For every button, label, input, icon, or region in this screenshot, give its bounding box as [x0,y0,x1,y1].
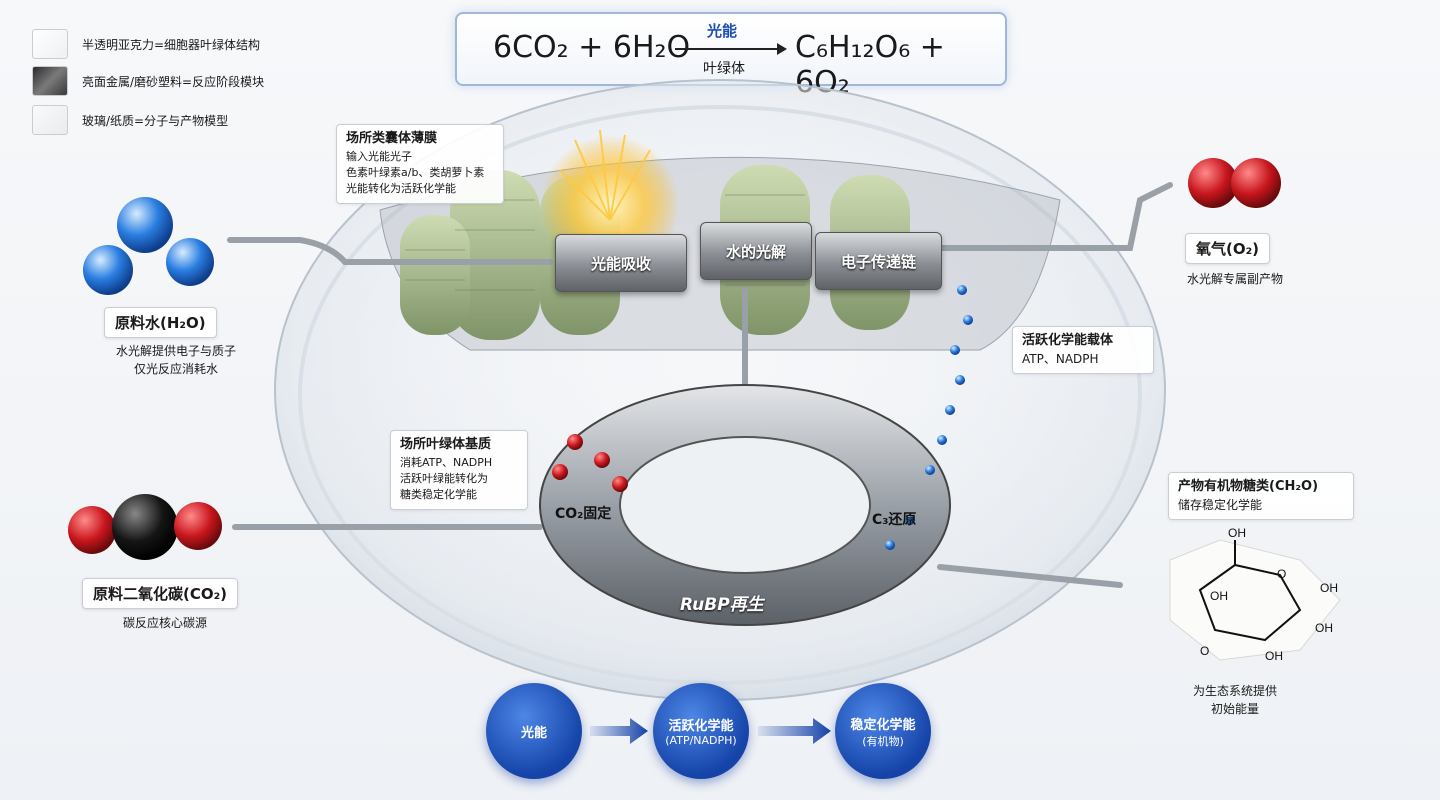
water-label: 原料水(H₂O) [104,307,217,338]
atp-nadph-droplets [885,285,973,550]
co2-description: 碳反应核心碳源 [122,616,207,630]
equation-products: C₆H₁₂O₆ + 6O₂ [795,30,945,100]
flow-step-sublabel: (ATP/NADPH) [665,734,737,747]
atom-label: OH [1265,649,1283,663]
atom-label: OH [1320,581,1338,595]
legend-item-glass: 玻璃/纸质=分子与产物模型 [32,105,228,135]
flow-step-light: 光能 [486,683,582,779]
flow-step-label: 光能 [520,725,547,741]
sugar-line: 为生态系统提供 [1192,684,1277,698]
water-molecule [83,197,214,295]
flow-step-stable-chemical: 稳定化学能 (有机物) [835,683,931,779]
callout-line: 光能转化为活跃化学能 [346,182,456,195]
water-description: 水光解提供电子与质子 仅光反应消耗水 [86,342,266,378]
legend-item-metal: 亮面金属/磨砂塑料=反应阶段模块 [32,66,264,96]
callout-line: 储存稳定化学能 [1178,498,1263,512]
carbon-fixation-atoms [552,434,628,492]
callout-title: 场所类囊体薄膜 [346,131,438,146]
callout-line: 消耗ATP、NADPH [400,456,493,469]
callout-line: 活跃叶绿能转化为 [400,472,488,485]
atom-label: OH [1315,621,1333,635]
oxygen-label: 氧气(O₂) [1185,233,1271,264]
equation-condition-light: 光能 [707,22,738,40]
oxygen-description: 水光解专属副产物 [1186,272,1283,286]
glucose-structure [1169,539,1341,661]
legend-label: 玻璃/纸质=分子与产物模型 [82,113,229,128]
carrier-callout: 活跃化学能载体 ATP、NADPH [1012,326,1154,374]
callout-line: 输入光能光子 [346,150,412,163]
flow-step-active-chemical: 活跃化学能 (ATP/NADPH) [653,683,749,779]
water-line: 仅光反应消耗水 [133,362,218,376]
flow-step-label: 稳定化学能 [850,717,916,733]
callout-line: 糖类稳定化学能 [400,488,477,501]
thylakoid-callout: 场所类囊体薄膜 输入光能光子 色素叶绿素a/b、类胡萝卜素 光能转化为活跃化学能 [336,124,504,204]
callout-line: ATP、NADPH [1022,352,1099,366]
module-electron-transport: 电子传递链 [815,232,942,290]
light-rays [559,129,651,221]
c3-reduction-label: C₃还原 [872,512,917,528]
metal-swatch [32,66,68,96]
calvin-cycle-ring [539,384,951,626]
callout-line: 色素叶绿素a/b、类胡萝卜素 [346,166,485,179]
rubp-regeneration-label: RuBP再生 [680,595,764,615]
sugar-bottom-description: 为生态系统提供 初始能量 [1165,682,1305,718]
flow-step-label: 活跃化学能 [668,719,734,734]
co2-fixation-label: CO₂固定 [555,506,612,522]
equation-reactants: 6CO₂ + 6H₂O [493,30,691,65]
inner-membrane [298,105,1142,685]
module-light-absorption: 光能吸收 [555,234,687,292]
callout-title: 场所叶绿体基质 [400,437,492,452]
glass-swatch [32,105,68,135]
atom-label: OH [1210,589,1228,603]
co2-molecule [68,494,222,560]
atom-label: O [1200,644,1209,658]
flow-arrow-icon [590,718,648,744]
callout-title: 活跃化学能载体 [1022,333,1114,348]
sugar-callout: 产物有机物糖类(CH₂O) 储存稳定化学能 [1168,472,1354,520]
equation-arrow [675,43,787,55]
atom-label: OH [1228,526,1246,540]
pipes [227,182,1173,588]
acrylic-swatch [32,29,68,59]
callout-title: 产物有机物糖类(CH₂O) [1178,479,1319,494]
legend-label: 半透明亚克力=细胞器叶绿体结构 [82,37,261,52]
equation-condition-site: 叶绿体 [703,61,745,77]
stroma-callout: 场所叶绿体基质 消耗ATP、NADPH 活跃叶绿能转化为 糖类稳定化学能 [390,430,528,510]
co2-label: 原料二氧化碳(CO₂) [82,578,239,609]
flow-arrow-icon [758,718,831,744]
legend-item-acrylic: 半透明亚克力=细胞器叶绿体结构 [32,29,260,59]
oxygen-molecule [1188,158,1281,208]
water-line: 水光解提供电子与质子 [115,344,236,358]
module-water-photolysis: 水的光解 [700,222,812,280]
sugar-line: 初始能量 [1210,702,1259,716]
legend-label: 亮面金属/磨砂塑料=反应阶段模块 [82,74,265,89]
atom-label: O [1277,567,1286,581]
flow-step-sublabel: (有机物) [862,734,904,748]
glucose-atom-labels: OH O OH OH OH OH O [1200,526,1338,663]
